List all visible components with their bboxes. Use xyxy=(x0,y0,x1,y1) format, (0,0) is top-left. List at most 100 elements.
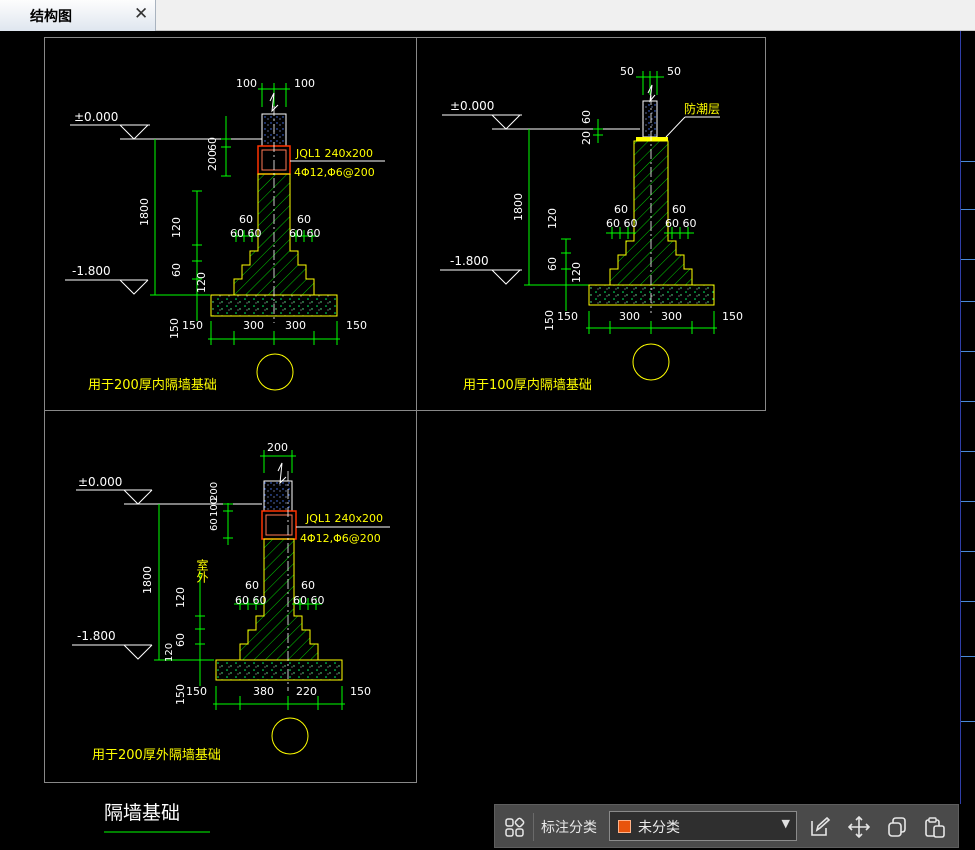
dim-top-3: 200 xyxy=(267,441,288,454)
copy-icon[interactable] xyxy=(886,816,908,838)
frame-panel-1 xyxy=(44,37,417,411)
dim-beam-b-3: 100 xyxy=(209,498,220,517)
strip-tick xyxy=(961,301,975,302)
frame-panel-3 xyxy=(44,410,417,783)
step-6060-l-1: 60 60 xyxy=(230,227,262,240)
strip-tick xyxy=(961,209,975,210)
strip-tick xyxy=(961,161,975,162)
paste-icon[interactable] xyxy=(924,816,946,838)
category-color-swatch xyxy=(618,820,631,833)
dim-top-right-2: 50 xyxy=(667,65,681,78)
category-select-value: 未分类 xyxy=(638,820,680,836)
step-6060-l-2: 60 60 xyxy=(606,217,638,230)
dim-300l-2: 300 xyxy=(619,310,640,323)
drawing-canvas[interactable]: ±0.000 -1.800 1800 120 60 120 200 60 xyxy=(0,31,975,850)
dim-120b-3: 120 xyxy=(164,643,175,662)
elev-top-2: ±0.000 xyxy=(450,99,494,113)
annotation-category-select[interactable]: 未分类 ▼ xyxy=(609,811,797,841)
section-marker-3 xyxy=(271,717,309,755)
base-2 xyxy=(588,284,715,306)
caption-panel-2: 用于100厚内隔墙基础 xyxy=(463,377,592,393)
beam-rebar-3: 4Φ12,Φ6@200 xyxy=(300,532,381,545)
dim-300r-2: 300 xyxy=(661,310,682,323)
beam-rebar-1: 4Φ12,Φ6@200 xyxy=(294,166,375,179)
dim-60-3: 60 xyxy=(174,633,187,647)
dim-150v-3: 150 xyxy=(174,684,187,705)
elev-top-3: ±0.000 xyxy=(78,475,122,489)
caption-panel-1: 用于200厚内隔墙基础 xyxy=(88,377,217,393)
dim-1800-1: 1800 xyxy=(138,198,151,226)
panel-1: ±0.000 -1.800 1800 120 60 120 200 60 xyxy=(65,77,385,393)
dim-beam-a-1: 200 xyxy=(206,150,219,171)
beam-label-3: JQL1 240x200 xyxy=(305,512,383,525)
step-60-r-3: 60 xyxy=(301,579,315,592)
beam-label-1: JQL1 240x200 xyxy=(295,147,373,160)
strip-tick xyxy=(961,259,975,260)
move-icon[interactable] xyxy=(848,816,870,838)
caption-panel-3: 用于200厚外隔墙基础 xyxy=(92,748,221,763)
step-6060-r-3: 60 60 xyxy=(293,594,325,607)
dim-220-3: 220 xyxy=(296,685,317,698)
section-title: 隔墙基础 xyxy=(104,802,180,824)
step-60-l-3: 60 xyxy=(245,579,259,592)
step-60-r-1: 60 xyxy=(297,213,311,226)
elev-bottom-1: -1.800 xyxy=(72,264,111,278)
elev-bottom-2: -1.800 xyxy=(450,254,489,268)
dim-150l-3: 150 xyxy=(186,685,207,698)
edit-icon[interactable] xyxy=(809,816,831,838)
tab-bar: 结构图 ✕ xyxy=(0,0,975,31)
panel-3: ±0.000 -1.800 1800 120 60 120 60 100 200… xyxy=(72,441,390,763)
dim-60-1: 60 xyxy=(170,263,183,277)
dim-150v-1: 150 xyxy=(168,318,181,339)
strip-tick xyxy=(961,451,975,452)
section-marker-2 xyxy=(632,343,670,381)
dim-top-left-2: 50 xyxy=(620,65,634,78)
dim-150r-1: 150 xyxy=(346,319,367,332)
dim-beam-b-1: 60 xyxy=(206,137,219,151)
strip-tick xyxy=(961,501,975,502)
dim-beam-a-3: 60 xyxy=(209,518,220,531)
dpc-label-2: 防潮层 xyxy=(684,101,720,116)
dim-beam-c-3: 200 xyxy=(209,482,220,501)
beam-3 xyxy=(261,510,297,540)
dim-300l-1: 300 xyxy=(243,319,264,332)
section-marker-1 xyxy=(256,353,294,391)
step-6060-r-2: 60 60 xyxy=(665,217,697,230)
strip-tick xyxy=(961,721,975,722)
dim-150r-2: 150 xyxy=(722,310,743,323)
strip-tick xyxy=(961,656,975,657)
dim-120a-2: 120 xyxy=(546,208,559,229)
panel-frames xyxy=(44,37,766,783)
dpc-2 xyxy=(636,137,668,141)
step-60-l-1: 60 xyxy=(239,213,253,226)
step-6060-r-1: 60 60 xyxy=(289,227,321,240)
grid-icon[interactable] xyxy=(504,816,526,838)
step-60-r-2: 60 xyxy=(672,203,686,216)
dim-120b-1: 120 xyxy=(195,272,208,293)
right-scroll-strip[interactable] xyxy=(960,31,975,804)
strip-tick xyxy=(961,401,975,402)
dim-120a-1: 120 xyxy=(170,217,183,238)
dim-150v-2: 150 xyxy=(543,310,556,331)
strip-tick xyxy=(961,351,975,352)
dim-60-2: 60 xyxy=(580,110,593,124)
tab-structure-drawing[interactable]: 结构图 ✕ xyxy=(0,0,156,31)
dim-380-3: 380 xyxy=(253,685,274,698)
step-6060-l-3: 60 60 xyxy=(235,594,267,607)
dim-150r-3: 150 xyxy=(350,685,371,698)
close-icon[interactable]: ✕ xyxy=(134,4,149,24)
panel-2: ±0.000 -1.800 1800 120 60 120 60 20 50 5… xyxy=(440,65,743,393)
base-3 xyxy=(215,659,343,681)
dim-1800-3: 1800 xyxy=(141,566,154,594)
strip-tick xyxy=(961,551,975,552)
step-60-l-2: 60 xyxy=(614,203,628,216)
dim-120b-2: 120 xyxy=(570,262,583,283)
annotation-category-label: 标注分类 xyxy=(541,820,597,836)
cad-drawing: ±0.000 -1.800 1800 120 60 120 200 60 xyxy=(44,37,766,833)
elev-top-1: ±0.000 xyxy=(74,110,118,124)
dim-120a-3: 120 xyxy=(174,587,187,608)
dim-300r-1: 300 xyxy=(285,319,306,332)
dim-150l-2: 150 xyxy=(557,310,578,323)
toolbar-separator xyxy=(533,813,534,841)
dim-20-2: 20 xyxy=(580,131,593,145)
